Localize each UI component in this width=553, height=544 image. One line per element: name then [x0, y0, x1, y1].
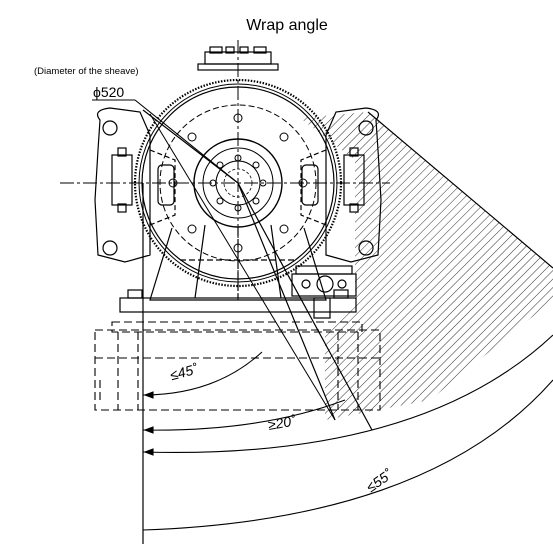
rope-lines — [142, 109, 373, 544]
center-lines — [60, 40, 390, 300]
angle-label-45: ≤45˚ — [168, 361, 199, 384]
left-brake — [94, 107, 176, 263]
angle-label-20: ≥20˚ — [267, 412, 298, 433]
diameter-leader — [92, 99, 239, 184]
diagram-title: Wrap angle — [246, 17, 328, 34]
base-frame — [94, 321, 381, 411]
diameter-note: (Diameter of the sheave) — [34, 66, 139, 77]
right-brake — [300, 107, 382, 263]
diameter-value: ϕ520 — [93, 84, 124, 100]
angle-arcs — [142, 334, 553, 531]
hatched-zone — [300, 111, 553, 420]
